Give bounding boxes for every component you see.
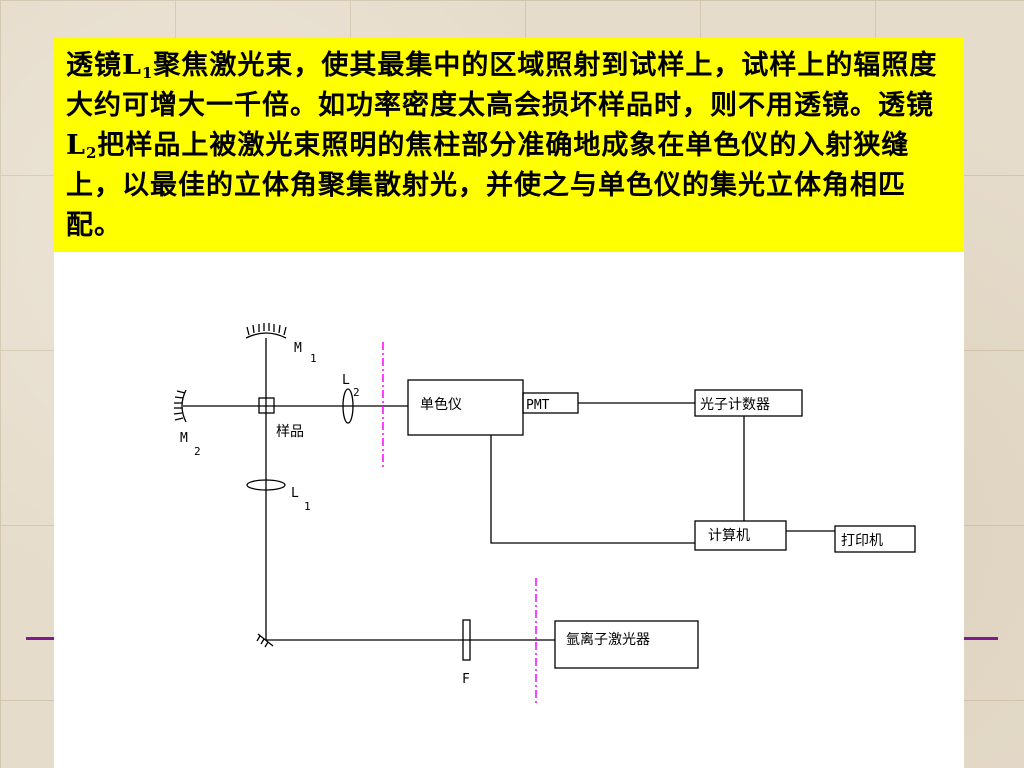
mirror-m1 bbox=[245, 332, 287, 339]
photon-counter-box bbox=[694, 389, 803, 417]
caption-text-3: 把样品上被激光束照明的焦柱部分准确地成象在单色仪的入射狭缝上，以最佳的立体角聚集… bbox=[66, 130, 910, 241]
l1-label: L bbox=[291, 486, 299, 501]
sample-cell bbox=[258, 397, 275, 414]
monochromator-label: 单色仪 bbox=[420, 396, 462, 413]
pmt-label: PMT bbox=[526, 398, 550, 413]
computer-box bbox=[694, 520, 787, 551]
sample-label: 样品 bbox=[276, 424, 304, 440]
printer-box bbox=[834, 525, 916, 553]
l2-label: L bbox=[342, 373, 350, 388]
m2-subscript: 2 bbox=[194, 445, 201, 458]
photon-counter-label: 光子计数器 bbox=[700, 397, 770, 413]
l1-subscript: 1 bbox=[304, 500, 311, 513]
m2-label: M bbox=[180, 431, 188, 446]
printer-label: 打印机 bbox=[841, 532, 883, 549]
m1-subscript: 1 bbox=[310, 352, 317, 365]
laser-box bbox=[554, 620, 699, 669]
filter-f bbox=[462, 619, 471, 661]
filter-label: F bbox=[462, 672, 470, 687]
mirror-m2-hatch bbox=[173, 390, 186, 421]
caption-sub-1: 1 bbox=[141, 64, 154, 82]
caption-box: 透镜L1聚焦激光束，使其最集中的区域照射到试样上，试样上的辐照度大约可增大一千倍… bbox=[54, 38, 964, 252]
m1-label: M bbox=[294, 341, 302, 356]
caption-text-1: 透镜L bbox=[66, 50, 142, 81]
caption-text-2: 聚焦激光束，使其最集中的区域照射到试样上，试样上的辐照度大约可增大一千倍。如功率… bbox=[66, 50, 938, 161]
lens-l1 bbox=[246, 479, 286, 491]
mirror-bottom-hatch bbox=[256, 635, 269, 648]
computer-label: 计算机 bbox=[708, 528, 750, 544]
accent-line-left bbox=[26, 637, 54, 640]
l2-subscript: 2 bbox=[353, 386, 360, 399]
laser-label: 氩离子激光器 bbox=[566, 631, 650, 648]
mirror-bottom bbox=[257, 633, 274, 647]
caption-sub-2: 2 bbox=[85, 144, 98, 162]
mirror-m1-hatch bbox=[246, 323, 287, 336]
accent-line-right bbox=[964, 637, 998, 640]
mono-to-computer-line bbox=[490, 435, 695, 544]
lens-l2 bbox=[342, 388, 354, 424]
